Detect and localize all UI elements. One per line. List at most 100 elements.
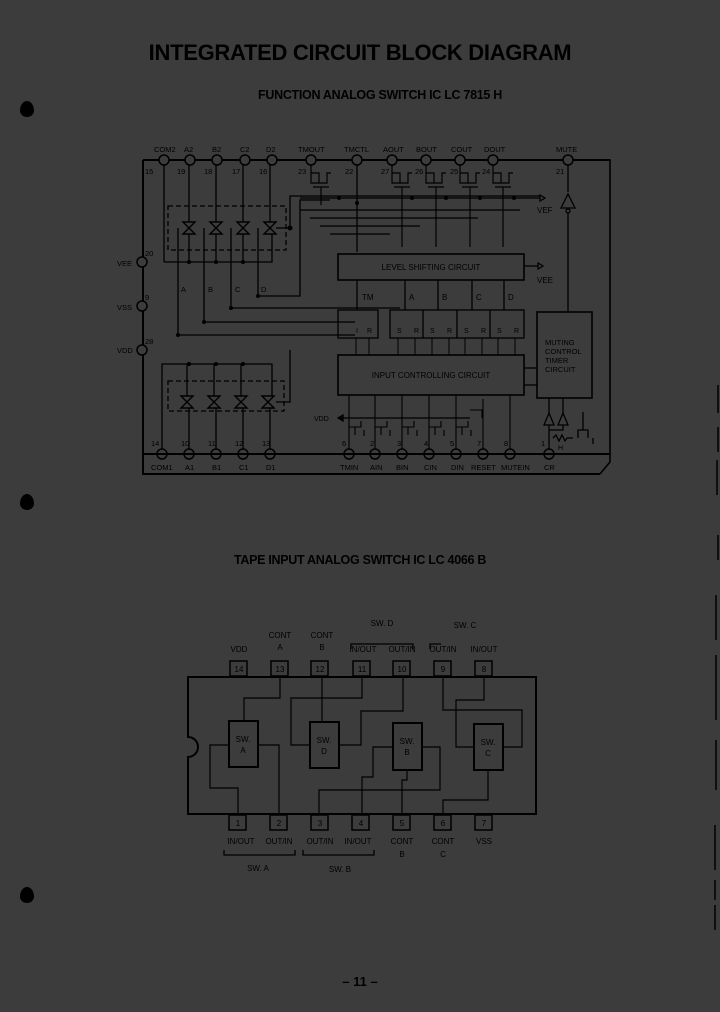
pin-number: 2 — [370, 439, 374, 448]
pin-number: 19 — [177, 167, 185, 176]
pin-label: COUT — [451, 145, 473, 154]
pin-label: AIN — [370, 463, 383, 472]
page-title: INTEGRATED CIRCUIT BLOCK DIAGRAM — [148, 40, 572, 65]
pin-number: 7 — [477, 439, 481, 448]
pin-number: 14 — [235, 665, 244, 674]
latch-r-label: R — [414, 328, 419, 335]
latch-s-label: S — [464, 328, 469, 335]
pin-label: CR — [544, 463, 555, 472]
latch-i-label: I — [356, 328, 358, 335]
pin-number: 27 — [381, 167, 389, 176]
a-signal-label: A — [409, 293, 415, 302]
pin-number: 1 — [541, 439, 545, 448]
switch-a-label: SW. — [236, 735, 251, 744]
pin-label: AOUT — [383, 145, 404, 154]
pin-number: 9 — [145, 293, 149, 302]
pin-number: 22 — [345, 167, 353, 176]
lc4066b-diagram: SW. A SW. D SW. B SW. C — [187, 619, 537, 874]
pin-label: D1 — [266, 463, 276, 472]
pin-label: IN/OUT — [344, 837, 371, 846]
group-label-sw-c: SW. C — [454, 621, 477, 630]
level-shifting-block — [337, 253, 525, 281]
latch-r-label: R — [367, 328, 372, 335]
level-shifting-label: LEVEL SHIFTING CIRCUIT — [382, 263, 481, 272]
pin-label: DIN — [451, 463, 464, 472]
pin-label: VDD — [117, 346, 133, 355]
group-label-sw-d: SW. D — [371, 619, 394, 628]
c-signal-label: C — [476, 293, 482, 302]
pin-label: D2 — [266, 145, 276, 154]
pin-label: B — [399, 850, 404, 859]
switch-line-label: D — [261, 285, 267, 294]
pin-number: 6 — [342, 439, 346, 448]
pin-label: A1 — [185, 463, 194, 472]
pin-label: B2 — [212, 145, 221, 154]
pin-number: 17 — [232, 167, 240, 176]
pin-label: CONT — [311, 631, 334, 640]
pin-number: 16 — [259, 167, 267, 176]
pin-label: TMIN — [340, 463, 358, 472]
input-controlling-label: INPUT CONTROLLING CIRCUIT — [372, 371, 491, 380]
pin-label: MUTE — [556, 145, 577, 154]
pin-label: CONT — [432, 837, 455, 846]
pin-number: 3 — [318, 819, 323, 828]
pin-number: 13 — [276, 665, 285, 674]
pin-number: 26 — [415, 167, 423, 176]
pin-number: 20 — [145, 249, 153, 258]
pin-label: B — [319, 643, 324, 652]
switch-d-label: SW. — [317, 736, 332, 745]
pin-label: VSS — [117, 303, 132, 312]
pin-number: 1 — [236, 819, 241, 828]
pin-number: 23 — [298, 167, 306, 176]
pin-label: IN/OUT — [227, 837, 254, 846]
b-signal-label: B — [442, 293, 447, 302]
pin-label: OUT/IN — [306, 837, 333, 846]
pin-number: 2 — [277, 819, 282, 828]
switch-d-label: D — [321, 747, 327, 756]
switch-b-label: B — [404, 748, 409, 757]
pin-number: 14 — [151, 439, 159, 448]
pin-label: OUT/IN — [388, 645, 415, 654]
switch-c-label: SW. — [481, 738, 496, 747]
pin-label: VSS — [476, 837, 492, 846]
muting-label-line: MUTING — [545, 338, 575, 347]
upper-switch-bank — [181, 221, 278, 235]
pin-label: CIN — [424, 463, 437, 472]
pin-label: IN/OUT — [470, 645, 497, 654]
pin-label: C2 — [240, 145, 250, 154]
tm-signal-label: TM — [362, 293, 374, 302]
pin-number: 8 — [504, 439, 508, 448]
output-transistors — [310, 165, 513, 247]
pin-label: COM2 — [154, 145, 176, 154]
pin-number: 15 — [145, 167, 153, 176]
latch-r-label: R — [447, 328, 452, 335]
pin-label: VDD — [231, 645, 248, 654]
resistor-h-label: H — [558, 445, 563, 452]
muting-label-line: CIRCUIT — [545, 365, 576, 374]
muting-label-line: TIMER — [545, 356, 569, 365]
group-label-sw-b: SW. B — [329, 865, 351, 874]
pin-label: MUTEIN — [501, 463, 530, 472]
pin-number: 3 — [397, 439, 401, 448]
pin-label: OUT/IN — [429, 645, 456, 654]
pin-number: 9 — [441, 665, 446, 674]
punch-hole-mark — [20, 101, 34, 117]
pin-number: 4 — [359, 819, 364, 828]
d-signal-label: D — [508, 293, 514, 302]
pin-label: DOUT — [484, 145, 506, 154]
pin-number: 24 — [482, 167, 490, 176]
pin-number: 8 — [482, 665, 487, 674]
pin-number: 13 — [262, 439, 270, 448]
diagram1-title: FUNCTION ANALOG SWITCH IC LC 7815 H — [258, 88, 502, 102]
latch-s-label: S — [430, 328, 435, 335]
pin-label: OUT/IN — [265, 837, 292, 846]
pin-label: C1 — [239, 463, 249, 472]
pin-number: 11 — [208, 439, 216, 448]
punch-hole-mark — [20, 887, 34, 903]
pin-number: 11 — [358, 665, 367, 674]
page-number: – 11 – — [342, 974, 378, 989]
pin-label: TMOUT — [298, 145, 325, 154]
pin-number: 18 — [204, 167, 212, 176]
switch-a-label: A — [240, 746, 246, 755]
